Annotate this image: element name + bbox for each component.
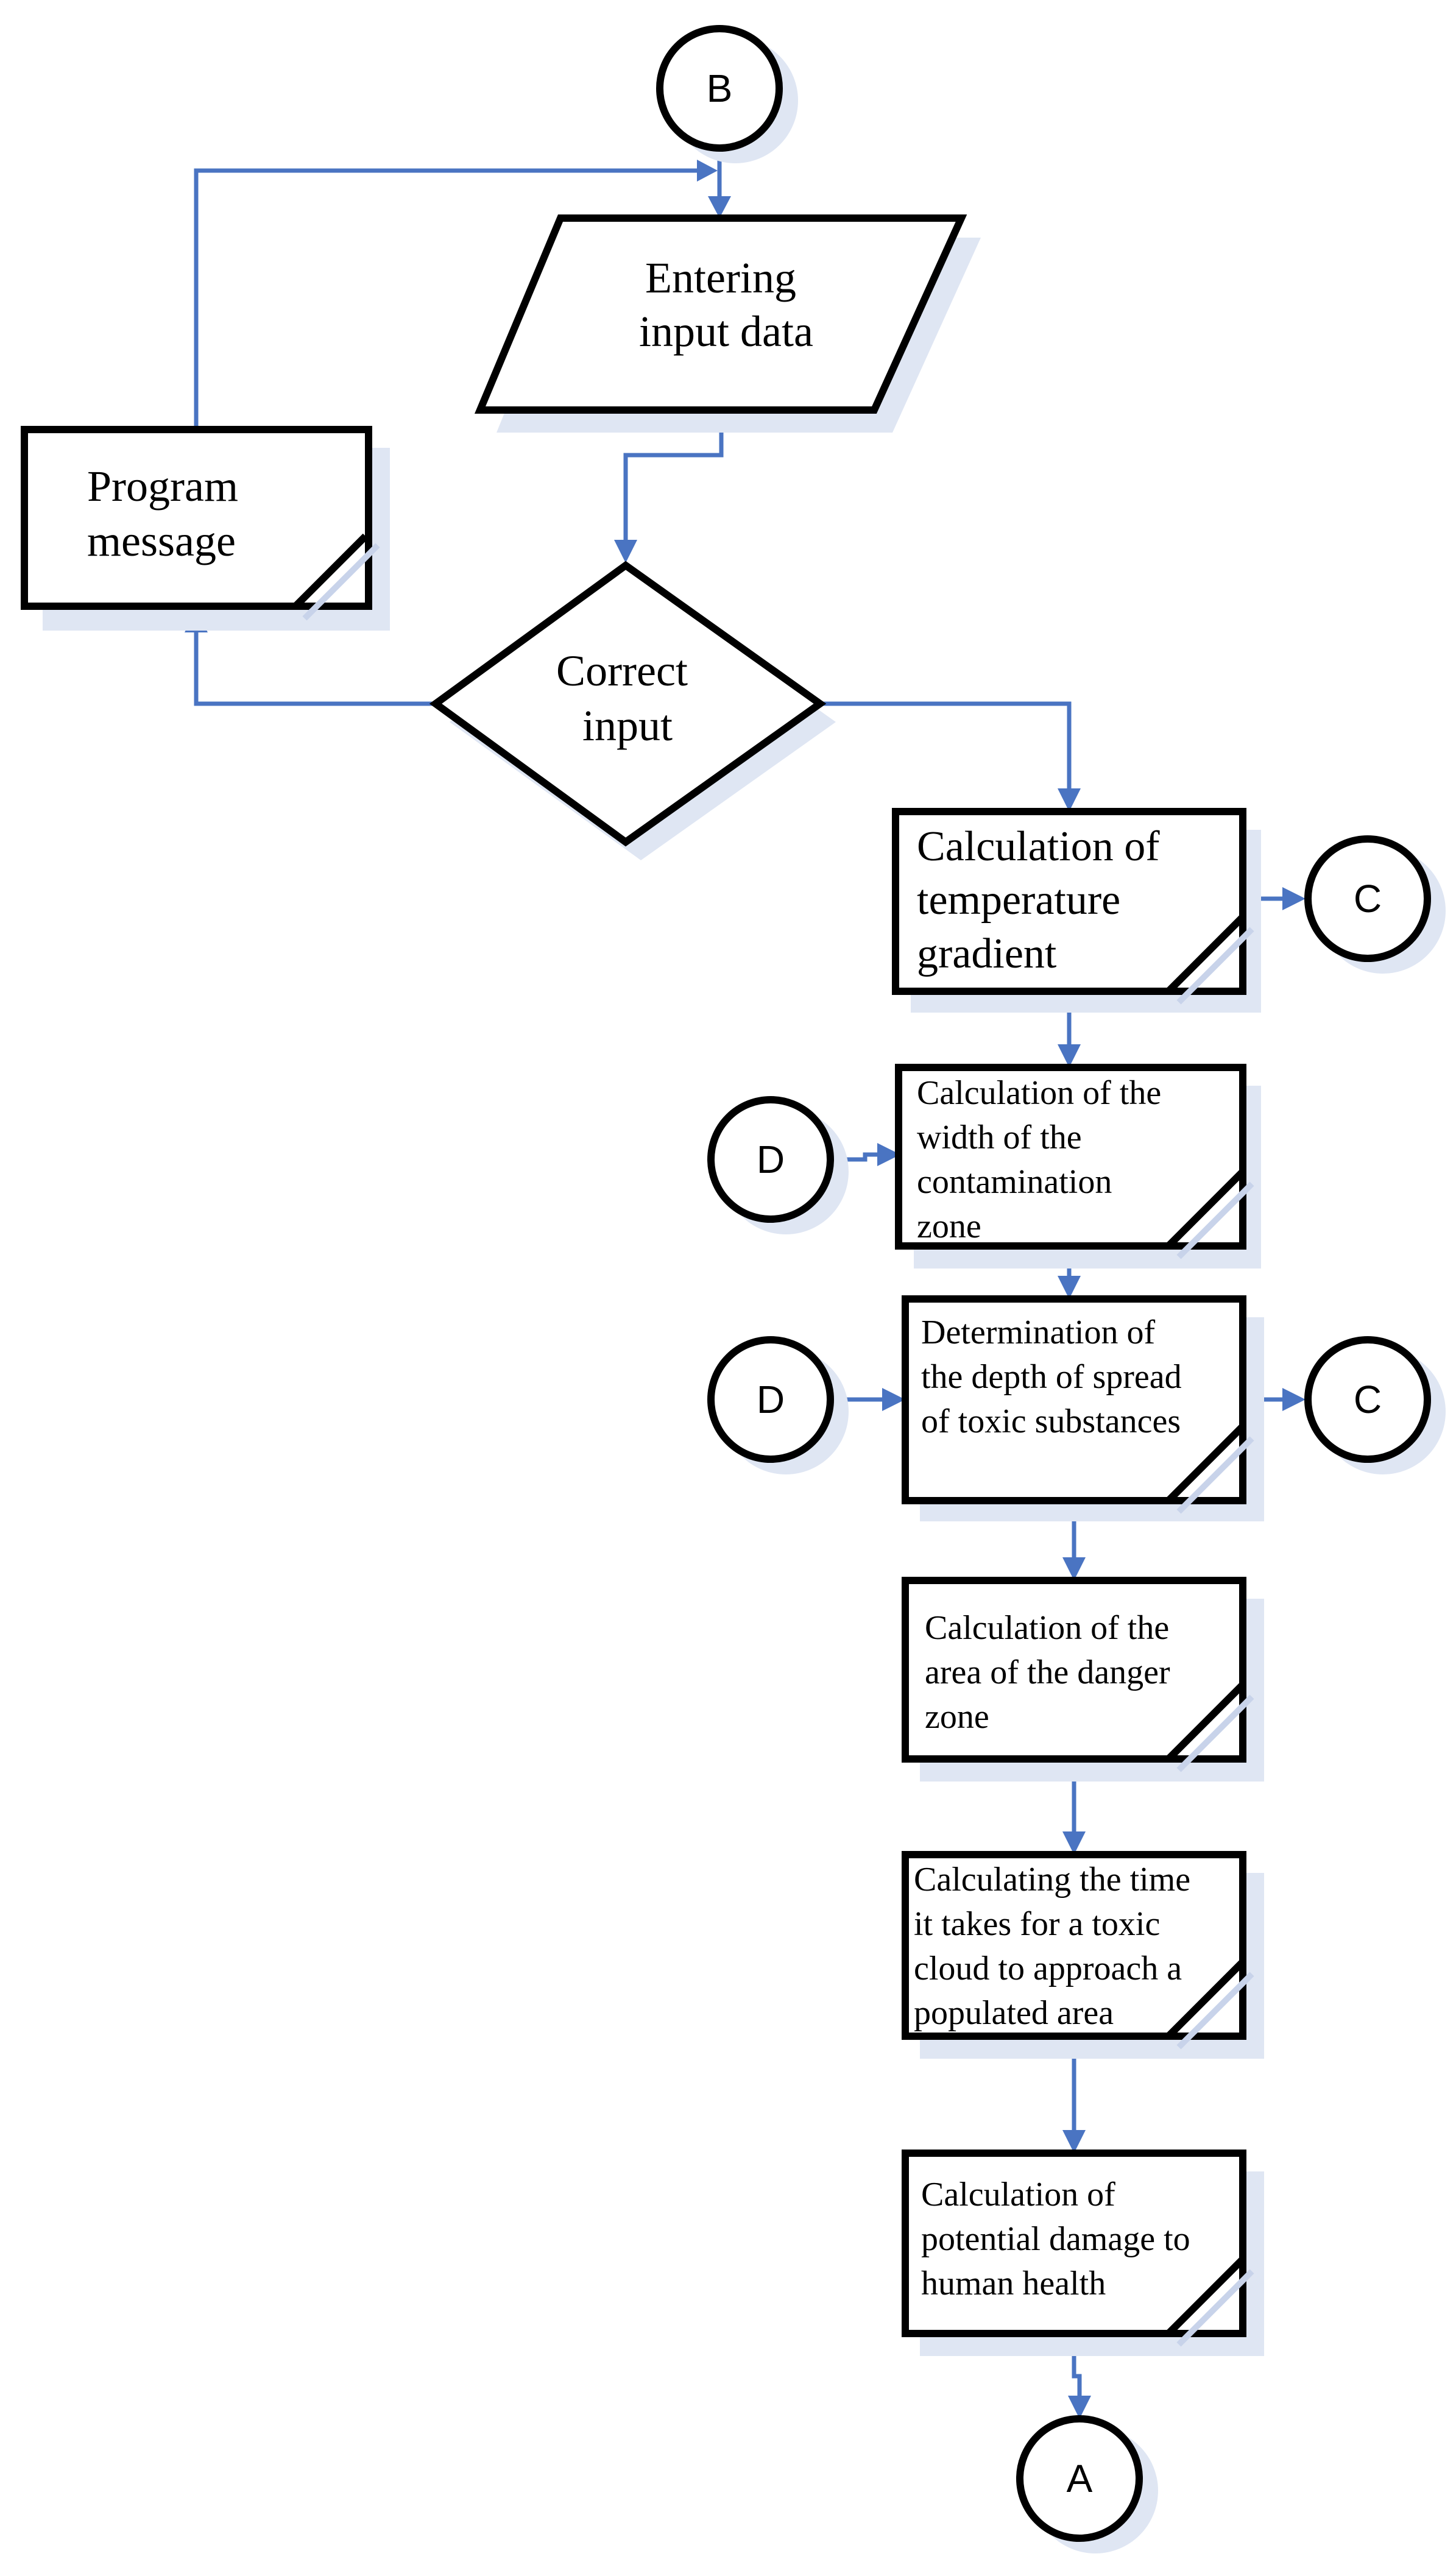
health-damage-line-2: potential damage to (921, 2220, 1190, 2258)
connector-a-label: A (1067, 2457, 1093, 2500)
edge-message-to-input (194, 168, 699, 430)
connector-d-2-label: D (757, 1378, 785, 1421)
edge-decision-to-message (194, 631, 436, 706)
health-damage-line-1: Calculation of (921, 2176, 1115, 2213)
arrowhead-time-to-damage (1062, 2130, 1086, 2153)
arrowhead-temperature-to-width (1058, 1044, 1081, 1067)
contamination-width-line-1: Calculation of the (917, 1074, 1161, 1112)
spread-depth-text: Determination of the depth of spread of … (921, 1314, 1190, 1440)
spread-depth-line-3: of toxic substances (921, 1403, 1181, 1440)
cloud-approach-time-line-2: it takes for a toxic (914, 1905, 1160, 1943)
health-damage-line-3: human health (921, 2265, 1106, 2302)
arrowhead-decision-to-temperature (1058, 788, 1081, 812)
contamination-width-text: Calculation of the width of the contamin… (917, 1074, 1170, 1245)
arrowhead-d1-to-width (877, 1143, 900, 1166)
program-message-node: Program message (21, 426, 390, 631)
spread-depth-line-1: Determination of (921, 1314, 1155, 1351)
contamination-width-line-4: zone (917, 1208, 981, 1245)
connector-a: A (1016, 2415, 1158, 2553)
temperature-gradient-line-2: temperature (917, 877, 1120, 924)
health-damage-node: Calculation of potential damage to human… (902, 2150, 1264, 2356)
arrowhead-depth-to-c (1282, 1388, 1306, 1411)
danger-zone-area-text: Calculation of the area of the danger zo… (925, 1609, 1179, 1736)
correct-input-text: Correct input (556, 646, 699, 750)
cloud-approach-time-line-1: Calculating the time (914, 1861, 1190, 1898)
input-data-node: Entering input data (474, 214, 981, 433)
program-message-line-1: Program (87, 462, 238, 511)
connector-d-1: D (707, 1096, 849, 1234)
temperature-gradient-text: Calculation of temperature gradient (917, 823, 1170, 977)
program-message-line-2: message (87, 517, 236, 565)
input-data-text: Entering input data (639, 253, 813, 356)
cloud-approach-time-line-3: cloud to approach a (914, 1950, 1182, 1987)
arrowhead-depth-to-area (1062, 1557, 1086, 1580)
arrowhead-message-to-input (697, 160, 718, 182)
cloud-approach-time-text: Calculating the time it takes for a toxi… (914, 1861, 1199, 2032)
correct-input-line-1: Correct (556, 646, 688, 695)
arrowhead-b-to-input (708, 196, 731, 218)
danger-zone-area-line-1: Calculation of the (925, 1609, 1169, 1647)
connector-c-2-label: C (1354, 1378, 1382, 1421)
danger-zone-area-line-3: zone (925, 1698, 989, 1736)
edges (185, 151, 1306, 2419)
contamination-width-line-2: width of the (917, 1119, 1082, 1156)
edge-decision-to-temperature (820, 701, 1072, 791)
danger-zone-area-node: Calculation of the area of the danger zo… (902, 1577, 1264, 1782)
connector-b: B (656, 25, 798, 163)
danger-zone-area-line-2: area of the danger (925, 1654, 1170, 1691)
temperature-gradient-line-3: gradient (917, 930, 1057, 977)
input-data-line-1: Entering (645, 253, 796, 302)
arrowhead-d2-to-depth (882, 1388, 905, 1411)
arrowhead-area-to-time (1062, 1831, 1086, 1855)
spread-depth-node: Determination of the depth of spread of … (902, 1295, 1264, 1521)
connector-d-2: D (707, 1336, 849, 1474)
temperature-gradient-line-1: Calculation of (917, 823, 1160, 870)
spread-depth-line-2: the depth of spread (921, 1358, 1182, 1396)
program-message-text: Program message (87, 462, 249, 565)
temperature-gradient-node: Calculation of temperature gradient (892, 808, 1261, 1013)
arrowhead-temperature-to-c (1282, 887, 1306, 910)
connector-c-2: C (1304, 1336, 1446, 1474)
correct-input-decision: Correct input (429, 561, 836, 860)
connector-b-label: B (707, 66, 733, 110)
connector-c-1: C (1304, 835, 1446, 974)
cloud-approach-time-line-4: populated area (914, 1994, 1114, 2032)
arrowhead-input-to-decision (614, 540, 637, 563)
correct-input-line-2: input (582, 701, 673, 750)
contamination-width-line-3: contamination (917, 1163, 1112, 1201)
arrowhead-damage-to-a (1068, 2396, 1091, 2419)
connector-d-1-label: D (757, 1138, 785, 1181)
connector-c-1-label: C (1354, 877, 1382, 921)
arrowhead-width-to-depth (1058, 1276, 1081, 1299)
edge-d1-to-width (832, 1152, 880, 1162)
cloud-approach-time-node: Calculating the time it takes for a toxi… (902, 1851, 1264, 2059)
contamination-width-node: Calculation of the width of the contamin… (895, 1064, 1261, 1269)
input-data-line-2: input data (639, 307, 813, 356)
health-damage-text: Calculation of potential damage to human… (921, 2176, 1199, 2302)
